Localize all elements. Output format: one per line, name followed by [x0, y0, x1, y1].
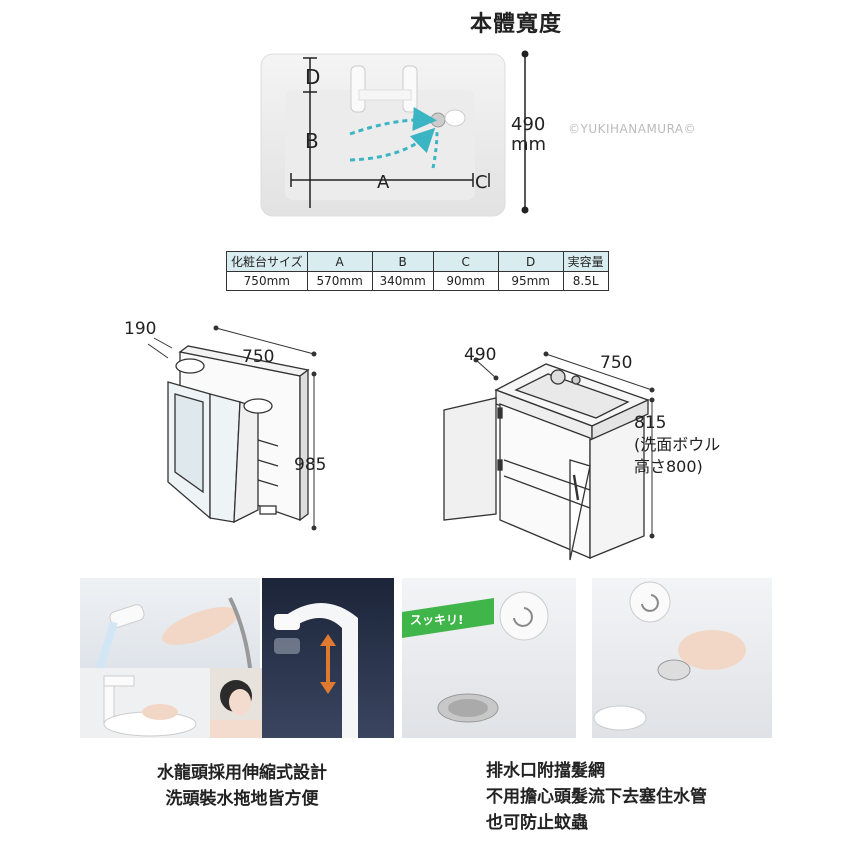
label-a: A — [377, 172, 390, 193]
table-row: 750mm 570mm 340mm 90mm 95mm 8.5L — [226, 271, 609, 291]
table-header-a: A — [306, 251, 373, 272]
caption-faucet: 水龍頭採用伸縮式設計 洗頭裝水拖地皆方便 — [122, 760, 362, 812]
drain-hole — [430, 112, 446, 128]
label-c: C — [475, 172, 488, 193]
drain-callout: スッキリ! — [410, 613, 463, 627]
caption-drain-line-3: 也可防止蚊蟲 — [486, 813, 588, 833]
spec-table-header: 化粧台サイズ A B C D 実容量 — [226, 251, 609, 272]
height-value: 490 — [511, 114, 545, 135]
caption-faucet-line-1: 水龍頭採用伸縮式設計 — [157, 763, 327, 783]
caption-drain: 排水口附擋髮網 不用擔心頭髮流下去塞住水管 也可防止蚊蟲 — [486, 758, 806, 836]
photo-drain-mesh — [592, 578, 772, 738]
flow-arrow-right — [431, 129, 439, 169]
page-title: 本體寬度 — [470, 12, 563, 37]
faucet-right — [402, 65, 418, 113]
table-header-b: B — [371, 251, 434, 272]
photo-faucet-extend — [262, 578, 394, 738]
vanity-height: 815 — [634, 413, 666, 433]
vanity-drawing: 490 750 815 (洗面ボウル 高さ800) — [443, 345, 720, 561]
photo-faucet-pullout — [80, 668, 210, 738]
caption-drain-line-1: 排水口附擋髮網 — [486, 761, 605, 781]
label-d: D — [305, 65, 320, 89]
spec-table: 化粧台サイズ A B C D 実容量 750mm 570mm 340mm 90m… — [226, 251, 609, 291]
flow-arrow-lower — [349, 127, 436, 162]
vanity-depth: 490 — [464, 345, 496, 365]
photo-woman-washing — [210, 668, 262, 738]
table-cell: 570mm — [306, 271, 373, 291]
table-cell: 90mm — [432, 271, 499, 291]
mirror-height: 985 — [294, 455, 326, 475]
table-header-capacity: 実容量 — [562, 251, 609, 272]
table-cell: 8.5L — [562, 271, 609, 291]
sink-top-diagram: D B A C 490 mm — [260, 50, 546, 217]
table-header-c: C — [432, 251, 499, 272]
watermark: ©YUKIHANAMURA© — [568, 122, 697, 136]
height-unit: mm — [511, 134, 546, 155]
vanity-height-note-2: 高さ800) — [634, 457, 703, 476]
label-b: B — [305, 129, 319, 153]
faucet-left — [350, 65, 366, 113]
mirror-depth: 190 — [124, 319, 156, 339]
mirror-width: 750 — [242, 347, 274, 367]
table-cell: 340mm — [371, 271, 434, 291]
caption-faucet-line-2: 洗頭裝水拖地皆方便 — [165, 789, 319, 809]
photo-drain-cover: スッキリ! — [402, 578, 576, 738]
table-header-size: 化粧台サイズ — [226, 251, 308, 272]
table-cell: 95mm — [497, 271, 564, 291]
caption-drain-line-2: 不用擔心頭髮流下去塞住水管 — [486, 787, 707, 807]
flow-arrow-upper — [349, 107, 437, 136]
table-header-d: D — [497, 251, 564, 272]
mirror-cabinet-drawing: 190 750 985 — [124, 319, 326, 531]
vanity-width: 750 — [600, 353, 632, 373]
table-cell: 750mm — [226, 271, 308, 291]
photo-shower-head — [80, 578, 260, 668]
vanity-height-note-1: (洗面ボウル — [634, 435, 720, 454]
